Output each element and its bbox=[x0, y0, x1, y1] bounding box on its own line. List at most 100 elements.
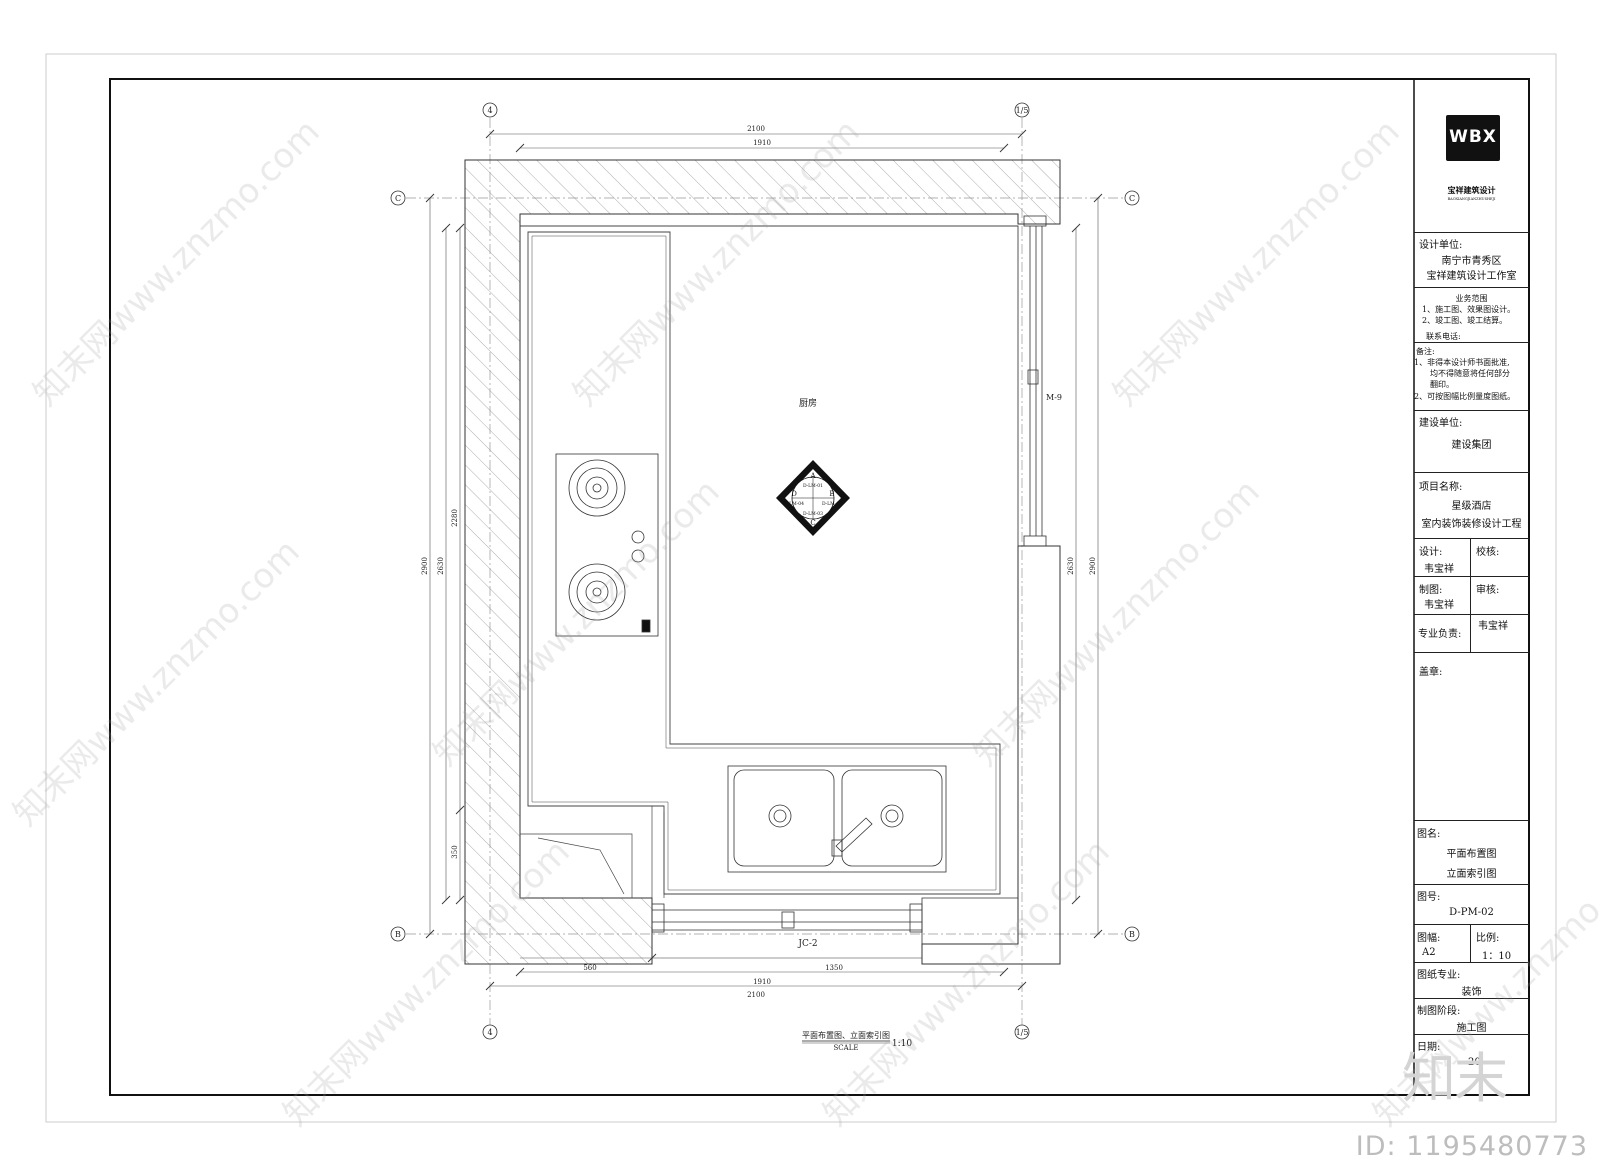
window-label: JC-2 bbox=[797, 939, 817, 949]
note-1b: 均不得随意将任何部分 bbox=[1430, 369, 1510, 378]
titleblock-split-2 bbox=[1470, 925, 1471, 963]
titleblock-split-1 bbox=[1470, 539, 1471, 653]
company-name-cn: 宝祥建筑设计 bbox=[1447, 185, 1496, 195]
door-m9 bbox=[1023, 215, 1047, 547]
drawing-number-row: 图号: D-PM-02 bbox=[1414, 885, 1529, 925]
scale-label: 比例: bbox=[1476, 933, 1500, 944]
axis-label-top-left: 4 bbox=[487, 106, 492, 115]
seal-label: 盖章: bbox=[1419, 667, 1443, 678]
note-1c: 翻印。 bbox=[1430, 380, 1454, 389]
check-label: 校核: bbox=[1476, 547, 1500, 558]
dim-bottom-outer: 2100 bbox=[747, 991, 765, 999]
design-unit-line1: 南宁市青秀区 bbox=[1441, 256, 1502, 267]
design-label: 设计: bbox=[1419, 547, 1443, 558]
axis-label-top-right: 1/5 bbox=[1016, 106, 1029, 115]
room-label: 厨房 bbox=[799, 397, 817, 409]
scale-value: 1:10 bbox=[892, 1039, 912, 1049]
dimension-lines bbox=[429, 133, 1099, 987]
dim-right-outer: 2900 bbox=[1089, 557, 1097, 575]
corner-cabinet bbox=[520, 806, 665, 898]
notes-row: 备注: 1、非得本设计师书面批准, 均不得随意将任何部分 翻印。 2、可按图幅比… bbox=[1414, 343, 1529, 411]
axis-label-right-top: C bbox=[1129, 194, 1135, 203]
sheet-size-label: 图幅: bbox=[1417, 933, 1441, 944]
index-d: D bbox=[791, 490, 797, 498]
watermark-logo: 知末 bbox=[1402, 1047, 1508, 1110]
size-scale-row: 图幅: A2 比例: 1：10 bbox=[1414, 925, 1529, 963]
project-row: 项目名称: 星级酒店 室内装饰装修设计工程 bbox=[1414, 473, 1529, 539]
drawing-number-label: 图号: bbox=[1417, 892, 1441, 903]
index-c-ref: D-LM-03 bbox=[803, 511, 823, 517]
stage-row: 制图阶段: 施工图 bbox=[1414, 999, 1529, 1035]
axis-label-bottom-left: 4 bbox=[487, 1028, 492, 1037]
scale-word: SCALE bbox=[834, 1044, 859, 1052]
double-sink bbox=[727, 765, 947, 873]
dimension-ticks bbox=[425, 129, 1103, 991]
draw-label: 制图: bbox=[1419, 585, 1443, 596]
gas-hob bbox=[555, 453, 659, 637]
sheet-size: A2 bbox=[1422, 947, 1436, 958]
client-label: 建设单位: bbox=[1419, 418, 1463, 429]
logo-text: WBX bbox=[1449, 127, 1497, 147]
stage-label: 制图阶段: bbox=[1417, 1006, 1461, 1017]
discipline-value: 装饰 bbox=[1461, 987, 1482, 998]
review-label: 审核: bbox=[1476, 585, 1500, 596]
axis-label-left-top: C bbox=[395, 194, 401, 203]
watermark-id: ID: 1195480773 bbox=[1355, 1131, 1588, 1162]
index-a-ref: D-LM-01 bbox=[803, 483, 823, 489]
elevation-index-symbol bbox=[776, 460, 850, 536]
lead-row: 专业负责: 韦宝祥 bbox=[1414, 615, 1529, 653]
plan-caption: 平面布置图、立面索引图 bbox=[802, 1030, 890, 1040]
discipline-row: 图纸专业: 装饰 bbox=[1414, 963, 1529, 999]
design-check-row: 设计: 韦宝祥 校核: bbox=[1414, 539, 1529, 577]
window-jc2 bbox=[651, 903, 923, 959]
dim-left-lower: 350 bbox=[451, 845, 459, 858]
business-scope-2: 2、竣工图、竣工结算。 bbox=[1422, 316, 1508, 325]
lead-name: 韦宝祥 bbox=[1478, 621, 1508, 632]
dim-bottom-a: 560 bbox=[583, 964, 596, 972]
date-value: 20 bbox=[1468, 1057, 1481, 1068]
client-name: 建设集团 bbox=[1451, 440, 1492, 451]
index-d-ref: D-LM-04 bbox=[784, 501, 804, 507]
axis-label-bottom-right: 1/5 bbox=[1016, 1028, 1029, 1037]
note-1a: 1、非得本设计师书面批准, bbox=[1414, 358, 1510, 367]
project-line1: 星级酒店 bbox=[1451, 501, 1492, 512]
dim-right-inner: 2630 bbox=[1067, 557, 1075, 575]
dim-bottom-b: 1350 bbox=[825, 964, 843, 972]
countertop-outline bbox=[520, 225, 1019, 895]
dim-top-inner: 1910 bbox=[753, 139, 771, 147]
note-2: 2、可按图幅比例量度图纸。 bbox=[1414, 392, 1516, 401]
client-row: 建设单位: 建设集团 bbox=[1414, 411, 1529, 473]
index-b: B bbox=[829, 490, 834, 498]
business-scope-row: 业务范围 1、施工图、效果图设计。 2、竣工图、竣工结算。 联系电话: bbox=[1414, 288, 1529, 343]
discipline-label: 图纸专业: bbox=[1417, 970, 1461, 981]
dim-top-outer: 2100 bbox=[747, 125, 765, 133]
drawing-title-label: 图名: bbox=[1417, 829, 1441, 840]
drawing-number: D-PM-02 bbox=[1449, 907, 1494, 918]
business-scope-1: 1、施工图、效果图设计。 bbox=[1422, 305, 1516, 314]
company-name-pinyin: BAOXIANGJIANZHUSHEJI bbox=[1447, 197, 1496, 201]
outer-sheet-border bbox=[45, 53, 1557, 1123]
date-label: 日期: bbox=[1417, 1042, 1441, 1053]
drawing-title-line1: 平面布置图 bbox=[1446, 849, 1497, 860]
project-line2: 室内装饰装修设计工程 bbox=[1421, 519, 1522, 530]
title-block: WBX 宝祥建筑设计 BAOXIANGJIANZHUSHEJI 设计单位: 南宁… bbox=[1414, 79, 1529, 1095]
project-label: 项目名称: bbox=[1419, 482, 1463, 493]
door-label: M-9 bbox=[1046, 393, 1062, 402]
design-unit-label: 设计单位: bbox=[1419, 240, 1463, 251]
index-c: C bbox=[810, 519, 815, 527]
axis-label-left-bottom: B bbox=[395, 930, 401, 939]
dim-left-mid: 2630 bbox=[437, 557, 445, 575]
walls bbox=[464, 159, 1061, 965]
axis-label-right-bottom: B bbox=[1129, 930, 1135, 939]
dim-left-upper: 2280 bbox=[451, 509, 459, 527]
dim-bottom-inner: 1910 bbox=[753, 978, 771, 986]
design-unit-line2: 宝祥建筑设计工作室 bbox=[1426, 271, 1517, 282]
lead-label: 专业负责: bbox=[1418, 629, 1462, 640]
date-row: 日期: 20 bbox=[1414, 1035, 1529, 1095]
phone-label: 联系电话: bbox=[1426, 332, 1461, 341]
axis-bubbles bbox=[390, 102, 1140, 1040]
design-name: 韦宝祥 bbox=[1424, 564, 1454, 575]
draw-review-row: 制图: 韦宝祥 审核: bbox=[1414, 577, 1529, 615]
stage-value: 施工图 bbox=[1456, 1023, 1487, 1034]
